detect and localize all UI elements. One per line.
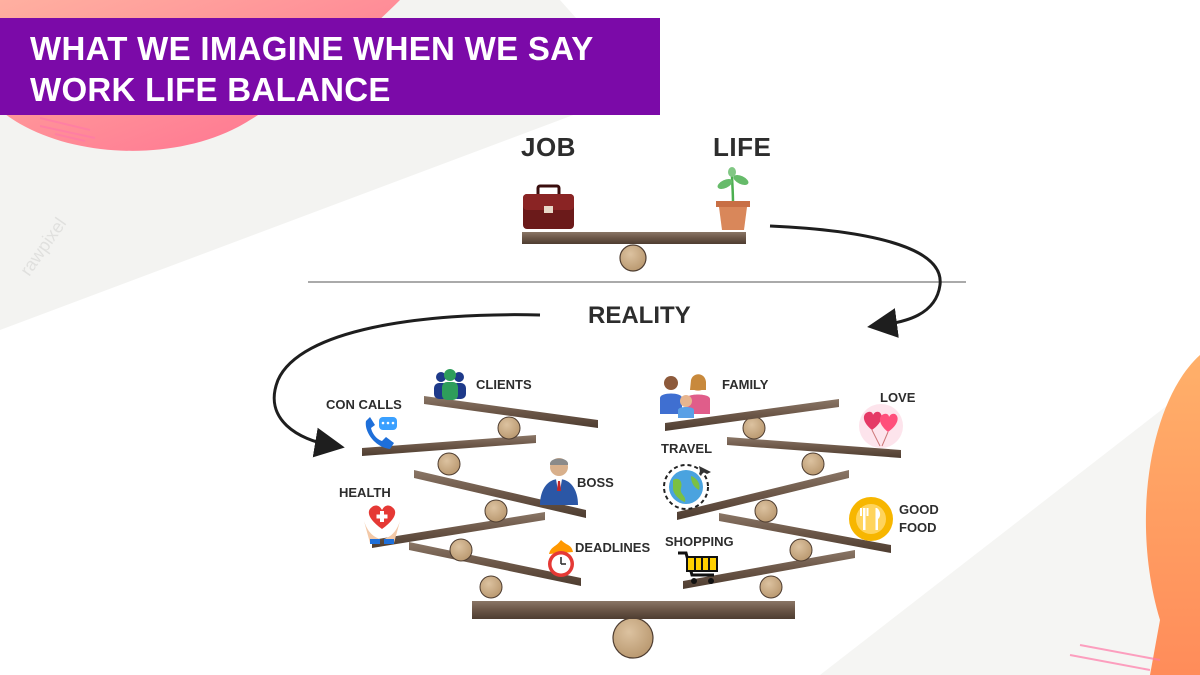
work-plank <box>362 435 536 456</box>
love-label: LOVE <box>880 390 916 405</box>
life-fulcrum <box>801 452 825 476</box>
deadlines-label: DEADLINES <box>575 540 651 555</box>
job-label: JOB <box>521 132 576 162</box>
work-fulcrum <box>484 499 508 523</box>
life-fulcrum <box>742 416 766 440</box>
travel-label: TRAVEL <box>661 441 713 456</box>
work-plank <box>424 396 598 428</box>
title-line-1: WHAT WE IMAGINE WHEN WE SAY <box>30 30 594 67</box>
base-seesaw <box>472 601 795 659</box>
boss-icon <box>540 458 578 505</box>
shopping-cart-icon <box>678 551 718 584</box>
title-line-2: WORK LIFE BALANCE <box>30 71 391 108</box>
title-banner: WHAT WE IMAGINE WHEN WE SAY WORK LIFE BA… <box>0 18 660 115</box>
briefcase-icon <box>523 184 574 229</box>
life-fulcrum <box>789 538 813 562</box>
food-plate-icon <box>849 497 893 541</box>
work-fulcrum <box>437 452 461 476</box>
deadline-clock-icon <box>548 540 574 577</box>
family-icon <box>660 374 710 418</box>
work-fulcrum <box>479 575 503 599</box>
life-plank <box>683 550 855 589</box>
arrow-to-work-stack <box>272 313 541 458</box>
boss-label: BOSS <box>577 475 614 490</box>
ideal-fulcrum <box>619 244 647 272</box>
base-fulcrum <box>612 617 654 659</box>
love-balloons-icon <box>859 404 903 448</box>
base-plank <box>472 601 795 619</box>
work-fulcrum <box>449 538 473 562</box>
health-label: HEALTH <box>339 485 391 500</box>
life-stack <box>665 399 901 599</box>
bg-orange-blob <box>1145 355 1200 675</box>
bg-grey-shape-right <box>820 380 1200 675</box>
phone-call-icon <box>365 417 397 449</box>
reality-label: REALITY <box>588 302 691 329</box>
plant-pot-icon <box>716 167 750 230</box>
life-plank <box>677 470 849 520</box>
life-plank <box>727 437 901 458</box>
life-label: LIFE <box>713 132 772 162</box>
work-plank <box>372 512 545 548</box>
family-label: FAMILY <box>722 377 769 392</box>
arrow-to-life-stack <box>769 224 942 338</box>
life-plank <box>665 399 839 431</box>
work-stack <box>362 396 598 599</box>
work-plank <box>414 470 586 518</box>
health-heart-icon <box>364 505 400 544</box>
food-label: FOOD <box>899 520 937 535</box>
life-plank <box>719 513 891 553</box>
bg-pink-lines <box>39 117 1161 671</box>
ideal-seesaw <box>522 232 746 272</box>
clients-icon <box>434 369 466 400</box>
shopping-label: SHOPPING <box>665 534 734 549</box>
ideal-plank <box>522 232 746 244</box>
good-label: GOOD <box>899 502 939 517</box>
life-fulcrum <box>759 575 783 599</box>
con-calls-label: CON CALLS <box>326 397 402 412</box>
life-fulcrum <box>754 499 778 523</box>
work-fulcrum <box>497 416 521 440</box>
travel-globe-icon <box>663 464 711 510</box>
clients-label: CLIENTS <box>476 377 532 392</box>
